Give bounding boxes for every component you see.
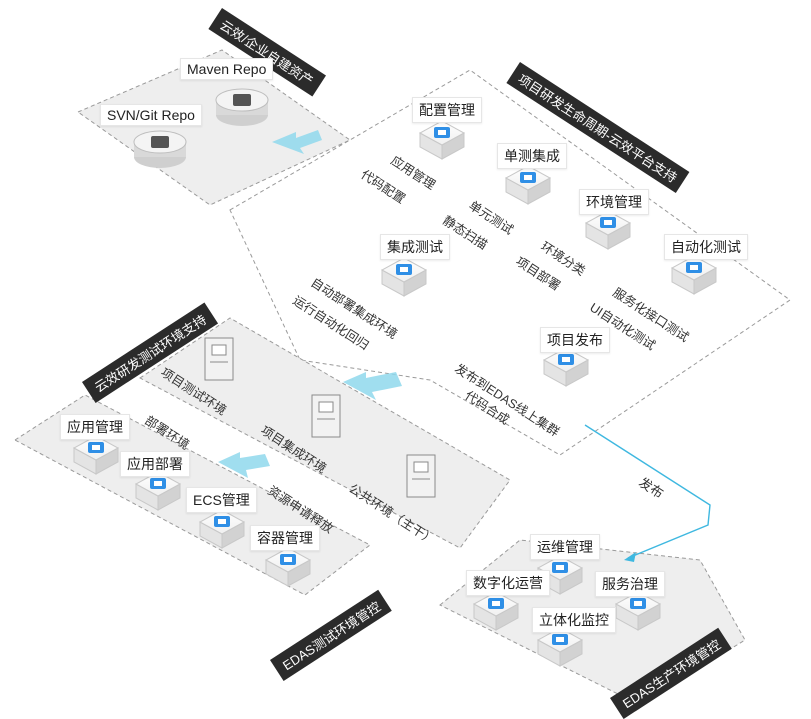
module-auto-test-label: 自动化测试 <box>664 234 748 260</box>
svn-git-repo-label: SVN/Git Repo <box>100 104 202 126</box>
unit-test-cube-test-icon <box>504 165 552 205</box>
prod-service-cube-icon <box>614 591 662 631</box>
arrow-to-assets <box>272 130 322 154</box>
module-release-label: 项目发布 <box>540 327 610 353</box>
release-cube-upload-icon <box>542 347 590 387</box>
config-cube-settings-icon <box>418 120 466 160</box>
edas-ecs-cube-icon <box>198 509 246 549</box>
lifecycle-panel <box>229 69 791 456</box>
edas-prod-monitor-label: 立体化监控 <box>532 607 616 633</box>
maven-repo-label: Maven Repo <box>180 58 274 80</box>
module-config-label: 配置管理 <box>412 97 482 123</box>
prod-digital-cube-icon <box>472 591 520 631</box>
arrow-to-test-env <box>343 372 402 400</box>
integration-env-server-icon <box>311 394 341 438</box>
svn-git-repo-disk-icon <box>133 130 187 168</box>
edas-test-app-deploy-label: 应用部署 <box>120 451 190 477</box>
test-env-server-icon <box>204 337 234 381</box>
release-flow-line <box>584 424 711 559</box>
module-env-label: 环境管理 <box>579 189 649 215</box>
edas-prod-ops-label: 运维管理 <box>530 534 600 560</box>
auto-test-cube-grid-icon <box>670 255 718 295</box>
prod-monitor-cube-icon <box>536 627 584 667</box>
arrow-to-edas-test <box>218 452 270 478</box>
edas-container-cube-icon <box>264 547 312 587</box>
env-cube-hand-icon <box>584 210 632 250</box>
edas-prod-digital-ops-label: 数字化运营 <box>466 570 550 596</box>
integration-cube-snowflake-icon <box>380 257 428 297</box>
edas-prod-service-gov-label: 服务治理 <box>595 571 665 597</box>
edas-test-ecs-label: ECS管理 <box>186 487 257 513</box>
module-integration-label: 集成测试 <box>380 234 450 260</box>
public-env-server-icon <box>406 454 436 498</box>
edas-app-deploy-cube-icon <box>134 471 182 511</box>
edas-app-mgmt-cube-icon <box>72 435 120 475</box>
edas-test-app-mgmt-label: 应用管理 <box>60 414 130 440</box>
module-unit-test-label: 单测集成 <box>497 143 567 169</box>
edas-test-container-label: 容器管理 <box>250 525 320 551</box>
enterprise-assets-panel <box>76 49 351 206</box>
maven-repo-disk-icon <box>215 88 269 126</box>
release-flow-arrowhead <box>624 552 636 562</box>
